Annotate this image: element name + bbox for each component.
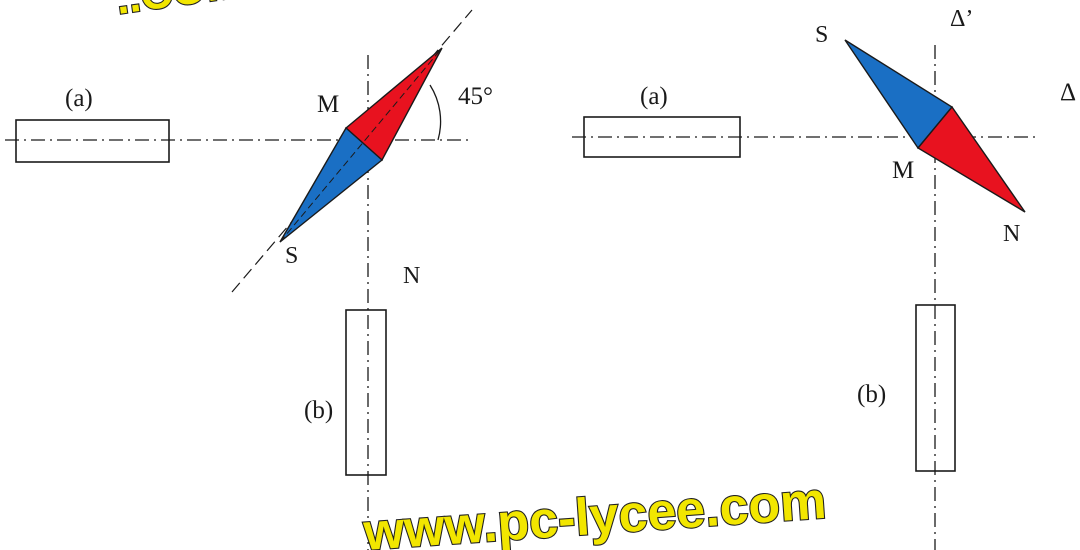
right-point-label: M xyxy=(892,157,914,184)
watermark-bottom: www.pc-lycee.com xyxy=(361,472,828,550)
left-magnet-a xyxy=(15,119,170,163)
left-south-label: S xyxy=(285,243,298,269)
left-angle-label: 45° xyxy=(458,83,493,110)
right-magnet-b xyxy=(915,304,956,472)
left-magnet-b xyxy=(345,309,387,476)
right-figure: (a) (b) M S N Δ’ Δ xyxy=(572,6,1076,550)
right-magnet-a xyxy=(583,116,741,158)
right-magnet-a-label: (a) xyxy=(640,83,668,110)
right-magnet-b-label: (b) xyxy=(857,381,886,408)
left-magnet-b-label: (b) xyxy=(304,397,333,424)
left-figure: (a) (b) M S N 45° xyxy=(5,9,493,550)
right-south-label: S xyxy=(815,22,828,48)
right-north-label: N xyxy=(1003,221,1020,247)
right-horizontal-axis-label: Δ xyxy=(1060,79,1076,106)
watermark-top: ..COM!! xyxy=(113,0,275,24)
left-needle-south xyxy=(279,126,384,243)
left-point-label: M xyxy=(317,91,339,118)
left-needle-axis xyxy=(279,47,443,243)
left-magnet-a-label: (a) xyxy=(65,85,93,112)
right-needle-north xyxy=(916,105,1026,213)
left-angle-arc xyxy=(429,84,442,141)
right-vertical-axis-label: Δ’ xyxy=(950,6,973,32)
left-north-label: N xyxy=(403,263,420,289)
